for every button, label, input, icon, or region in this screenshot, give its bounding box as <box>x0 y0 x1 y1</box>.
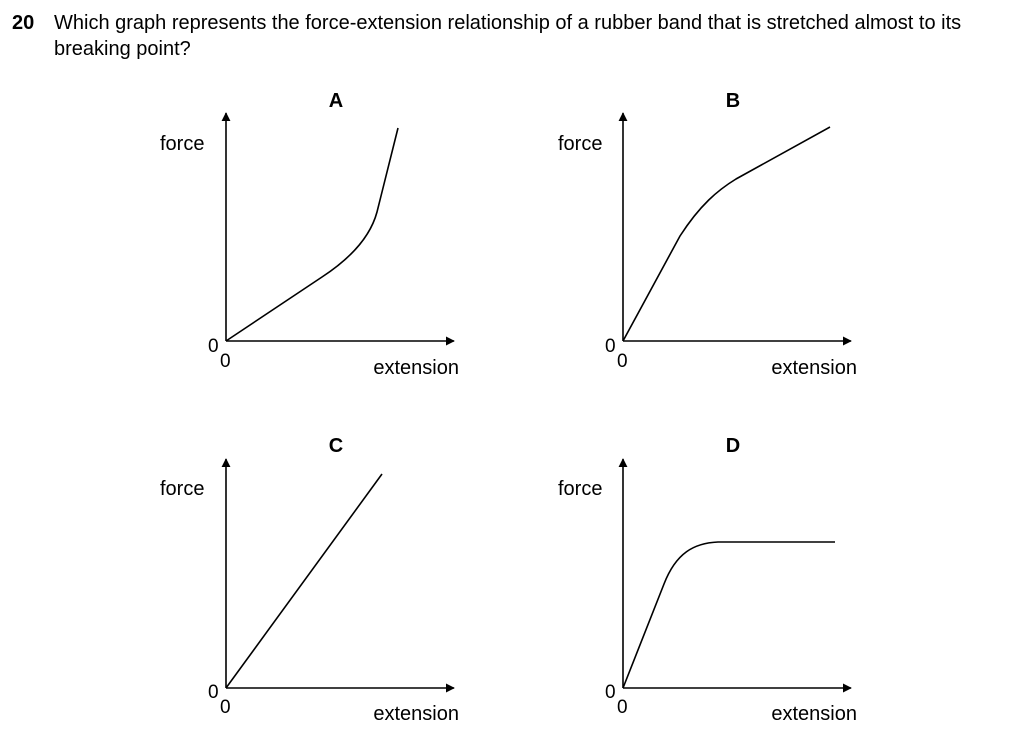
graph-d-x-label: extension <box>771 703 857 725</box>
graph-a-origin-x: 0 <box>220 351 231 372</box>
graph-c-origin-x: 0 <box>220 697 231 718</box>
graph-b-origin-y: 0 <box>605 336 616 357</box>
graph-c-origin-y: 0 <box>208 682 219 703</box>
graph-d: D force 0 0 extension <box>558 435 857 725</box>
graph-d-origin-y: 0 <box>605 682 616 703</box>
graph-a-y-label: force <box>160 133 204 155</box>
question: 20 Which graph represents the force-exte… <box>12 10 1017 62</box>
graph-c-x-label: extension <box>373 703 459 725</box>
graph-a-origin-y: 0 <box>208 336 219 357</box>
graph-d-origin-x: 0 <box>617 697 628 718</box>
graph-b-y-label: force <box>558 133 602 155</box>
graph-b-letter: B <box>726 90 740 112</box>
graph-b-curve <box>622 126 831 342</box>
graph-a: A force 0 0 extension <box>160 90 459 379</box>
question-number: 20 <box>12 12 35 34</box>
question-text: Which graph represents the force-extensi… <box>54 12 962 60</box>
graph-b-origin-x: 0 <box>617 351 628 372</box>
graph-d-letter: D <box>726 435 740 457</box>
graph-c-curve <box>225 473 383 689</box>
graph-b-x-label: extension <box>771 357 857 379</box>
graph-a-x-label: extension <box>373 357 459 379</box>
graph-b: B force 0 0 extension <box>558 90 857 379</box>
graph-c-y-label: force <box>160 478 204 500</box>
graph-d-curve <box>622 541 835 689</box>
graph-a-letter: A <box>329 90 343 112</box>
graph-a-curve <box>225 127 399 342</box>
graph-c-letter: C <box>329 435 343 457</box>
graph-c: C force 0 0 extension <box>160 435 459 725</box>
graph-d-y-label: force <box>558 478 602 500</box>
